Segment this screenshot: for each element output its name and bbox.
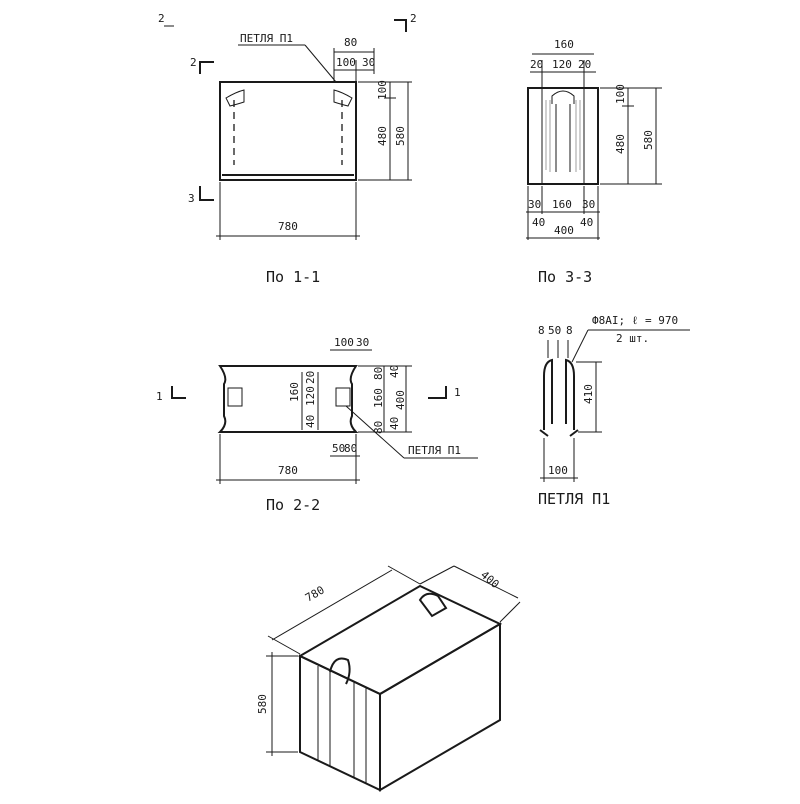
view-2-2-dim-r-c: 80 [372, 367, 385, 380]
view-1-1-dim-r-580: 580 [394, 126, 407, 146]
view-2-2-loop-label: ПЕТЛЯ П1 [408, 444, 461, 457]
view-2-2-dim-m-b: 120 [304, 386, 317, 406]
view-2-2-dim-r-f: 40 [388, 365, 401, 378]
view-1-1-loop-leader [304, 44, 337, 83]
view-2-2-dim-m-c: 20 [304, 371, 317, 384]
view-2-2-dim-b-small: 50 [332, 442, 345, 455]
view-1-1-dim-r-480: 480 [376, 126, 389, 146]
view-2-2-slot-left [227, 387, 243, 407]
view-3-3-outline [527, 87, 599, 185]
view-2-2-dim-r-b: 160 [372, 388, 385, 408]
view-1-1-outline [219, 81, 357, 181]
view-3-3-dim-b-a: 30 [528, 198, 541, 211]
view-loop: 8 50 8 Ф8АI; ℓ = 970 2 шт. 410 100 ПЕТЛЯ… [538, 314, 690, 508]
view-2-2-dim-m-a: 40 [304, 415, 317, 428]
iso-loop-front [329, 657, 351, 685]
view-1-1-dim-top-total: 80 [344, 36, 357, 49]
view-1-1-caption: По 1-1 [266, 268, 320, 286]
view-3-3-dim-b-e: 400 [554, 224, 574, 237]
view-3-3-dim-b-b: 160 [552, 198, 572, 211]
view-3-3-dim-r-580: 580 [642, 130, 655, 150]
view-3-3-dim-b-c: 30 [582, 198, 595, 211]
view-2-2-dim-r-e: 400 [394, 390, 407, 410]
loop-dim-w: 100 [548, 464, 568, 477]
view-1-1-marker-tr-line [394, 19, 407, 32]
loop-hook-left [539, 429, 549, 437]
view-3-3-dim-t-c: 20 [578, 58, 591, 71]
view-1-1-marker-tr: 2 [410, 12, 417, 25]
loop-dim-a: 8 [538, 324, 545, 337]
view-1-1-dim-bottom: 780 [278, 220, 298, 233]
loop-dim-h: 410 [582, 384, 595, 404]
view-3-3-caption: По 3-3 [538, 268, 592, 286]
view-2-2-dim-bottom: 780 [278, 464, 298, 477]
view-2-2-marker-r-line [428, 386, 447, 399]
view-2-2-dim-r-a: 80 [372, 421, 385, 434]
iso-dim-height: 580 [256, 694, 269, 714]
view-1-1-marker-tl: 2 [158, 12, 165, 25]
iso-ext-len-b [387, 565, 421, 585]
view-3-3-dim-b-f: 40 [580, 216, 593, 229]
iso-ext-w-a [419, 565, 455, 585]
view-isometric: 780 400 580 [256, 565, 521, 792]
iso-dim-w-line [453, 565, 519, 599]
view-3-3-dim-t-a: 20 [530, 58, 543, 71]
iso-notch-back [418, 592, 448, 618]
loop-leg-right [565, 358, 575, 430]
view-2-2-dim-top2: 30 [356, 336, 369, 349]
view-1-1-dim-top-a: 100 [336, 56, 356, 69]
view-1-1-marker-bl: 3 [188, 192, 195, 205]
view-3-3-dim-b-d: 40 [532, 216, 545, 229]
view-2-2-dim-b-small2: 80 [344, 442, 357, 455]
view-1-1-marker-ml: 2 [190, 56, 197, 69]
view-2-2-dim-top: 100 [334, 336, 354, 349]
view-1-1: ПЕТЛЯ П1 80 100 30 100 480 580 780 2 2 2… [158, 12, 417, 286]
view-2-2-dim-l-160: 160 [288, 382, 301, 402]
loop-spec: Ф8АI; ℓ = 970 [592, 314, 678, 327]
view-2-2-loop-leader [345, 405, 405, 459]
view-2-2-marker-l-line [171, 386, 186, 399]
view-3-3-dim-top-total: 160 [554, 38, 574, 51]
view-2-2: 100 30 160 40 120 20 80 160 80 40 400 40… [156, 336, 478, 514]
iso-ext-w-b [499, 601, 521, 623]
view-2-2-slot-right [335, 387, 351, 407]
iso-dim-length: 780 [303, 583, 327, 604]
view-3-3-dim-r-100: 100 [614, 84, 627, 104]
view-2-2-marker-l: 1 [156, 390, 163, 403]
view-2-2-outline [217, 365, 359, 433]
loop-dim-b: 50 [548, 324, 561, 337]
view-1-1-dim-r-100: 100 [376, 80, 389, 100]
view-1-1-dim-top-b: 30 [362, 56, 375, 69]
view-1-1-left-notch [225, 89, 245, 107]
view-3-3-dim-t-b: 120 [552, 58, 572, 71]
loop-hook-right [569, 429, 579, 437]
view-3-3: 160 20 120 20 100 480 580 30 160 30 40 4… [526, 38, 662, 286]
view-2-2-dim-r-d: 40 [388, 417, 401, 430]
loop-dim-c: 8 [566, 324, 573, 337]
view-1-1-right-notch [333, 89, 353, 107]
view-2-2-marker-r: 1 [454, 386, 461, 399]
iso-side-face [379, 622, 501, 792]
iso-ext-len-a [267, 635, 301, 655]
loop-leg-left [543, 358, 553, 430]
view-3-3-loop [551, 90, 575, 104]
loop-qty: 2 шт. [616, 332, 649, 345]
loop-spec-leader [571, 329, 589, 363]
view-1-1-loop-label: ПЕТЛЯ П1 [240, 32, 293, 45]
view-3-3-dim-r-480: 480 [614, 134, 627, 154]
loop-caption: ПЕТЛЯ П1 [538, 490, 610, 508]
iso-front-face [299, 654, 381, 792]
view-1-1-marker-bl-line [199, 186, 214, 201]
view-1-1-marker-ml-line [199, 61, 214, 74]
iso-dim-len-line [271, 569, 393, 641]
view-2-2-caption: По 2-2 [266, 496, 320, 514]
